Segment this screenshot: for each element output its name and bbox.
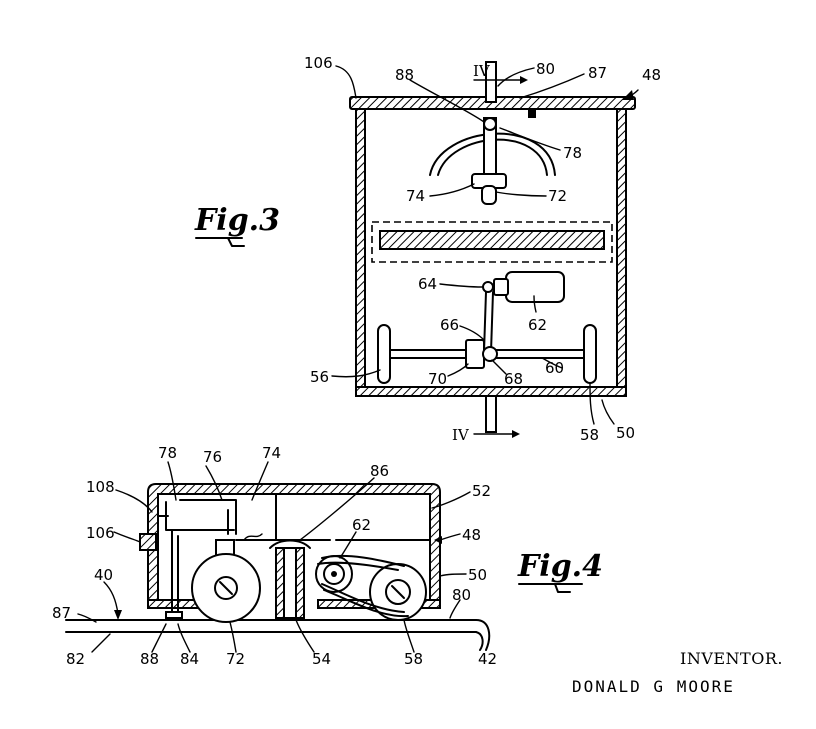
fig4-label-40: 40 [94, 566, 113, 584]
fig4-label-87: 87 [52, 604, 71, 622]
inventor-heading: INVENTOR. [680, 649, 783, 668]
figure-3 [349, 61, 636, 438]
fig4-label-42: 42 [478, 650, 497, 668]
fig3-label-58: 58 [580, 426, 599, 444]
fig3-compartment-dashed [371, 221, 613, 263]
section-mark-bottom: IV [452, 426, 470, 444]
fig4-label-108: 108 [86, 478, 115, 496]
fig3-bottom-shaft [485, 395, 497, 433]
fig3-title: Fig.3 [194, 203, 280, 238]
fig3-left-wall [355, 108, 366, 397]
fig4-bottom-floor-left [147, 599, 201, 609]
fig4-label-82: 82 [66, 650, 85, 668]
fig4-label-76: 76 [203, 448, 222, 466]
fig3-top-shaft [485, 61, 497, 103]
fig3-label-72: 72 [548, 187, 567, 205]
fig4-label-84: 84 [180, 650, 199, 668]
section-mark-top: IV [473, 62, 491, 80]
fig3-label-56: 56 [310, 368, 329, 386]
fig4-label-86: 86 [370, 462, 389, 480]
fig4-label-48: 48 [462, 526, 481, 544]
fig4-label-88: 88 [140, 650, 159, 668]
fig3-label-66: 66 [440, 316, 459, 334]
fig3-plate [379, 230, 605, 250]
figure-4 [65, 483, 491, 651]
fig4-belt [321, 554, 409, 618]
fig3-label-70: 70 [428, 370, 447, 388]
fig4-housing [147, 483, 441, 605]
fig3-label-48: 48 [642, 66, 661, 84]
fig4-label-50: 50 [468, 566, 487, 584]
fig3-label-60: 60 [545, 359, 564, 377]
fig4-label-62: 62 [352, 516, 371, 534]
fig3-motor [505, 271, 565, 303]
fig4-bracket [139, 533, 157, 551]
fig3-label-68: 68 [504, 370, 523, 388]
fig4-label-58: 58 [404, 650, 423, 668]
fig3-right-wall [616, 108, 627, 397]
fig3-label-78: 78 [563, 144, 582, 162]
fig3-wheel-left [377, 324, 391, 384]
fig3-label-74: 74 [406, 187, 425, 205]
fig3-label-50: 50 [616, 424, 635, 442]
fig3-bottom-wall [355, 386, 627, 397]
fig3-leaders [331, 65, 639, 425]
fig3-label-87: 87 [588, 64, 607, 82]
fig4-label-106: 106 [86, 524, 115, 542]
fig3-label-64: 64 [418, 275, 437, 293]
fig4-label-78: 78 [158, 444, 177, 462]
fig4-label-74: 74 [262, 444, 281, 462]
fig3-label-88: 88 [395, 66, 414, 84]
fig4-label-72: 72 [226, 650, 245, 668]
fig3-label-106: 106 [304, 54, 333, 72]
fig3-wheel-right [583, 324, 597, 384]
fig4-leaders [77, 461, 471, 653]
inventor-name: DONALD G MOORE [572, 677, 735, 696]
fig3-label-62: 62 [528, 316, 547, 334]
fig4-label-52: 52 [472, 482, 491, 500]
fig4-label-54: 54 [312, 650, 331, 668]
fig4-title: Fig.4 [517, 549, 603, 584]
fig3-label-80: 80 [536, 60, 555, 78]
fig4-label-80: 80 [452, 586, 471, 604]
fig3-cam [465, 339, 485, 369]
